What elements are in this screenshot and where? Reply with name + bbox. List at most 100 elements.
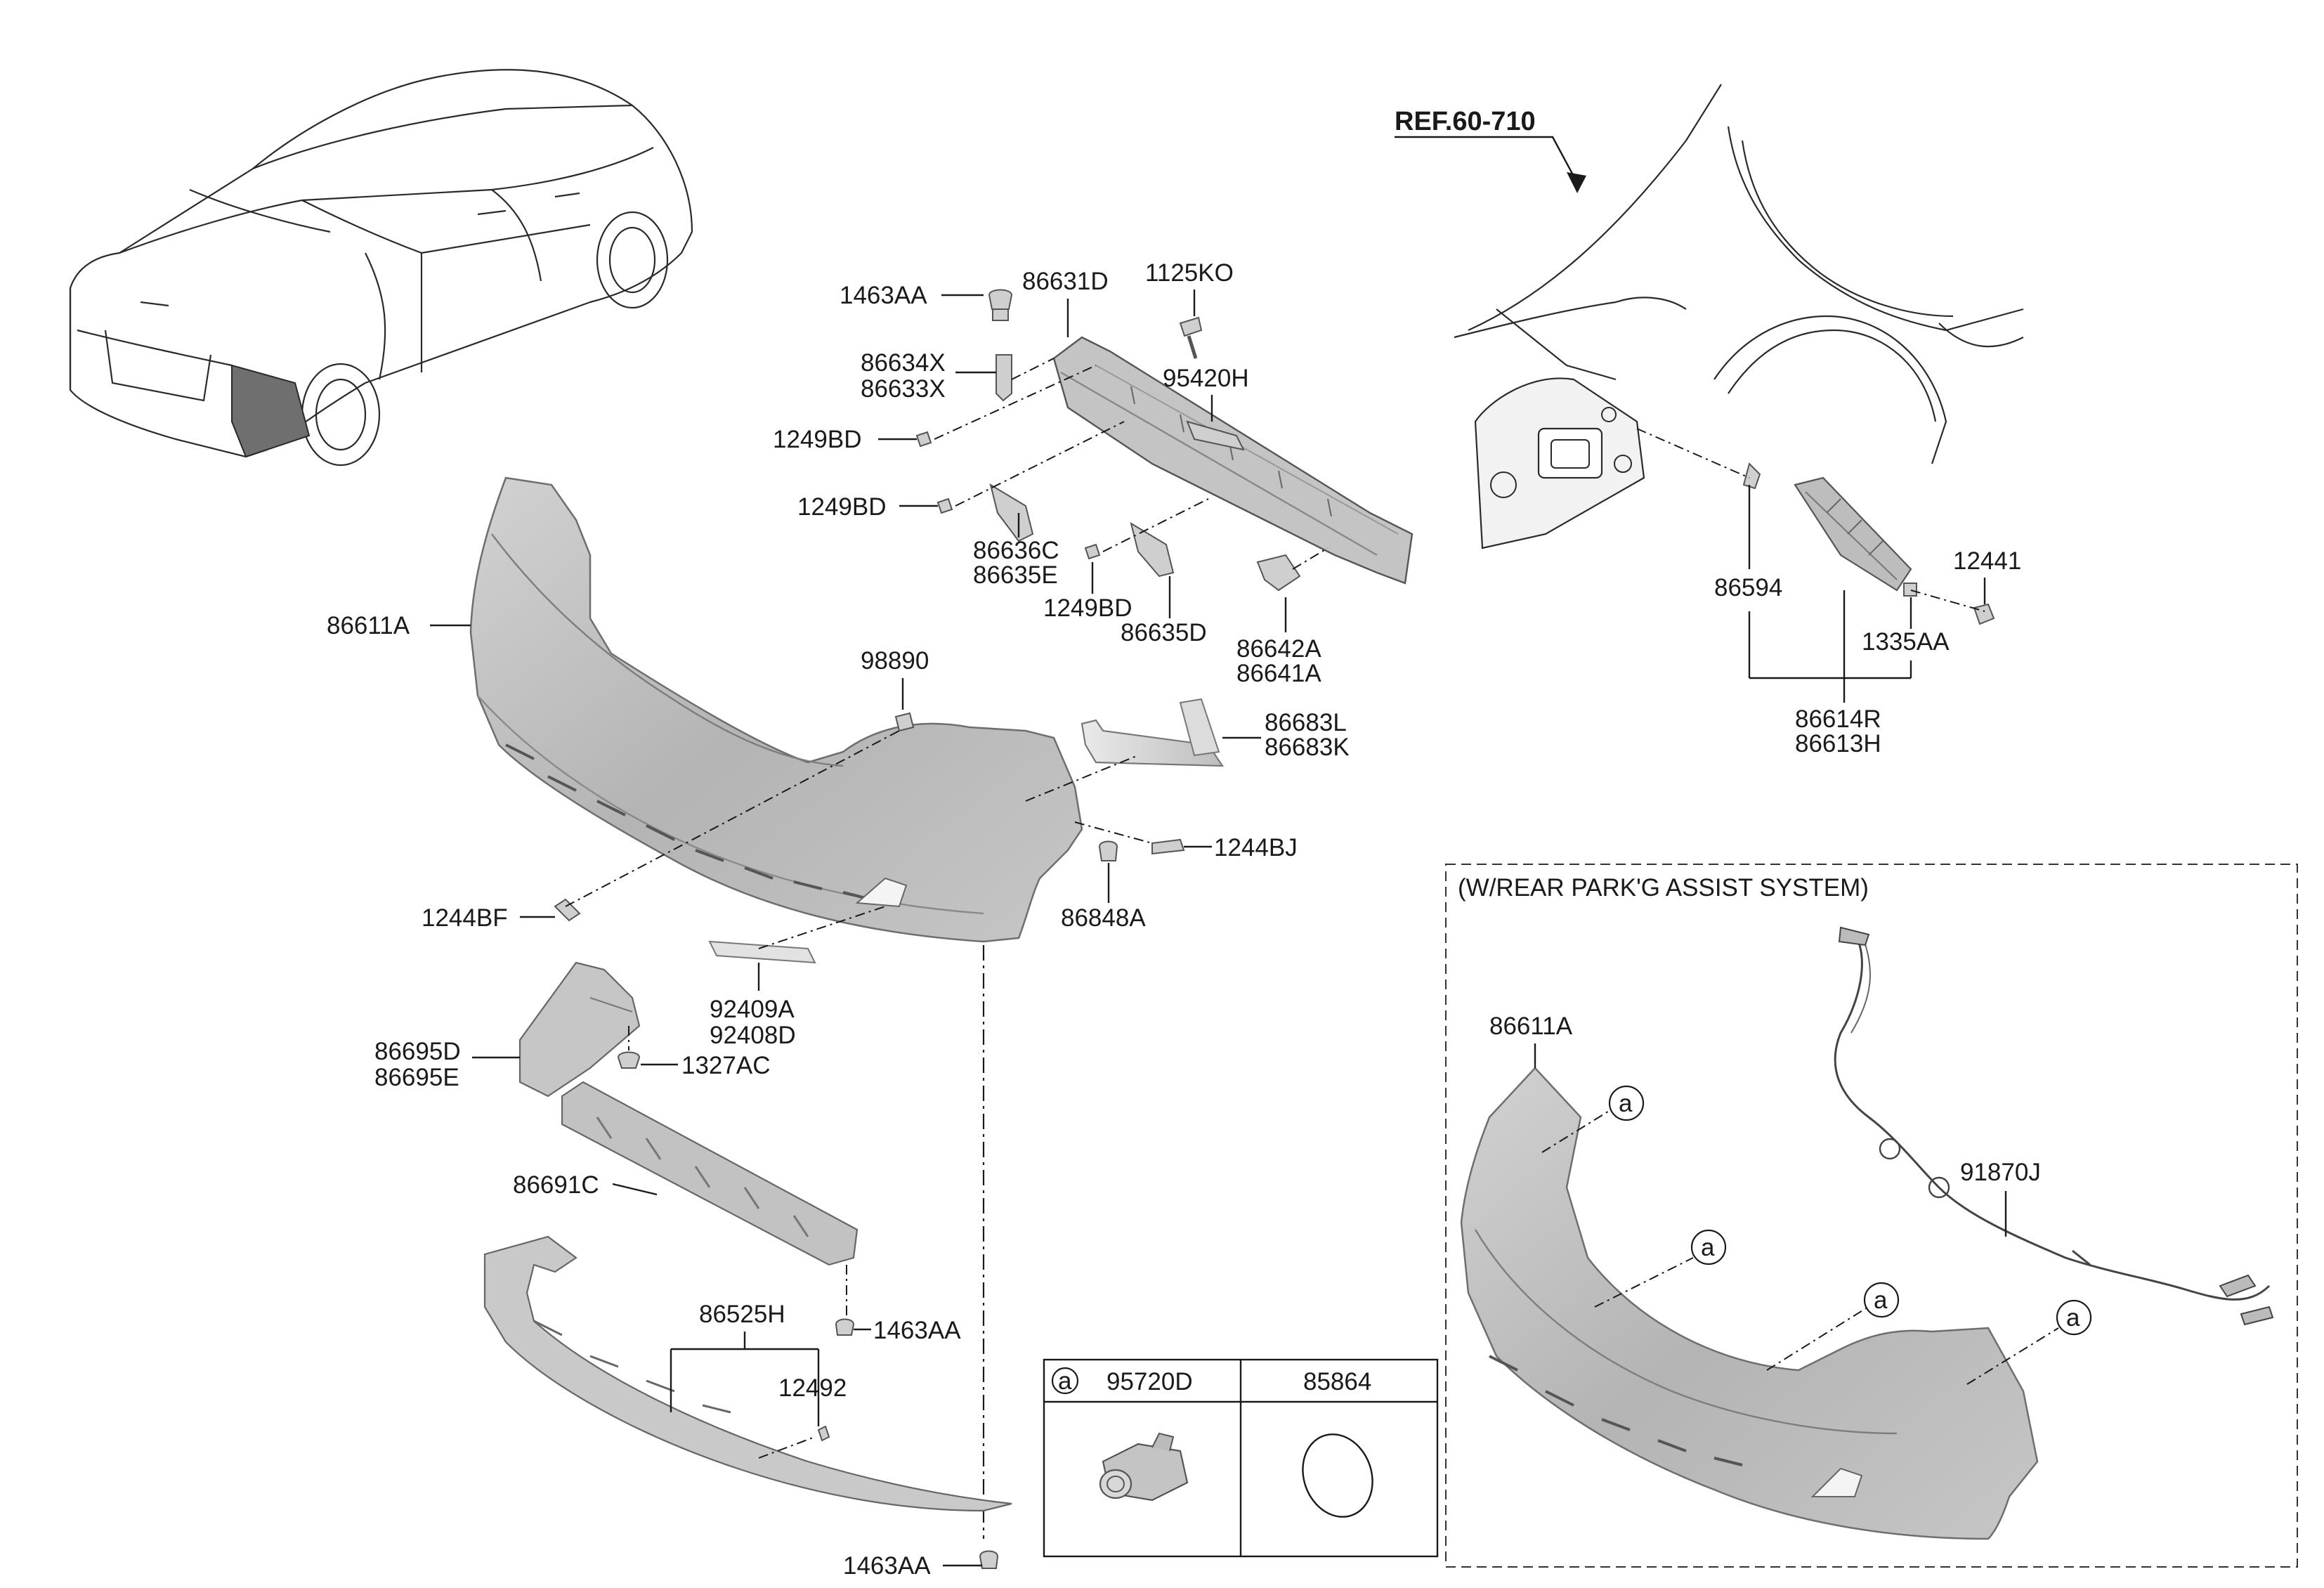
- side-bracket-guide: [1636, 428, 1750, 479]
- svg-text:92408D: 92408D: [710, 1022, 796, 1049]
- svg-text:a: a: [1874, 1287, 1888, 1314]
- sensor-gasket-icon: [1302, 1433, 1373, 1518]
- svg-text:86525H: 86525H: [699, 1301, 785, 1328]
- svg-text:1244BJ: 1244BJ: [1214, 834, 1298, 861]
- callout-12492: 12492: [778, 1374, 847, 1402]
- callout-86683L: 86683L 86683K: [1222, 709, 1350, 761]
- svg-text:98890: 98890: [861, 647, 929, 675]
- svg-text:a: a: [1619, 1090, 1633, 1117]
- beam-guide-2: [934, 365, 1097, 440]
- callout-86525H: 86525H: [670, 1301, 820, 1426]
- callout-86611A: 86611A: [327, 612, 471, 639]
- svg-text:a: a: [1701, 1234, 1715, 1261]
- callout-86635D: 86635D: [1121, 576, 1207, 646]
- beam-guide-3: [955, 421, 1125, 507]
- callout-1244BF: 1244BF: [422, 904, 555, 932]
- park-assist-harness: [1834, 926, 2274, 1326]
- svg-text:1327AC: 1327AC: [681, 1052, 770, 1079]
- callout-1463AA-top: 1463AA: [840, 282, 984, 309]
- callout-86691C: 86691C: [513, 1171, 658, 1199]
- bumper-cover-main: [469, 476, 1083, 943]
- svg-text:1249BD: 1249BD: [797, 493, 886, 521]
- svg-text:91870J: 91870J: [1960, 1159, 2041, 1186]
- svg-text:86695D: 86695D: [374, 1038, 461, 1065]
- svg-text:a: a: [1058, 1367, 1072, 1395]
- callout-1327AC: 1327AC: [641, 1052, 770, 1079]
- svg-text:86695E: 86695E: [374, 1064, 459, 1091]
- svg-text:86614R: 86614R: [1795, 705, 1881, 733]
- callout-86614R: 86614R 86613H: [1749, 590, 1912, 757]
- svg-text:1249BD: 1249BD: [1043, 594, 1132, 622]
- svg-text:86642A: 86642A: [1236, 635, 1321, 663]
- svg-text:95720D: 95720D: [1106, 1368, 1193, 1395]
- svg-text:86683L: 86683L: [1265, 709, 1347, 736]
- svg-text:86634X: 86634X: [861, 349, 946, 377]
- reference-label: REF.60-710: [1395, 107, 1536, 136]
- callout-1249BD-b: 1249BD: [797, 493, 938, 521]
- bumper-guide-1: [565, 730, 900, 907]
- svg-text:86635D: 86635D: [1121, 619, 1207, 646]
- inset-callout-91870J: 91870J: [1960, 1159, 2041, 1237]
- svg-text:12492: 12492: [778, 1374, 847, 1402]
- svg-text:86691C: 86691C: [513, 1171, 599, 1199]
- callout-1249BD-a: 1249BD: [773, 426, 917, 453]
- sensor-parts-table: a 95720D 85864: [1043, 1358, 1439, 1558]
- callout-86642A: 86642A 86641A: [1236, 597, 1321, 687]
- svg-text:92409A: 92409A: [710, 996, 795, 1023]
- inset-callout-86611A: 86611A: [1489, 1013, 1573, 1068]
- svg-text:1335AA: 1335AA: [1862, 628, 1950, 656]
- lower-guide-2: [758, 1436, 816, 1459]
- side-bracket-guide-2: [1910, 590, 1985, 612]
- svg-text:86611A: 86611A: [1489, 1013, 1573, 1040]
- callout-86631D: 86631D: [1022, 268, 1109, 337]
- callout-12441: 12441: [1953, 547, 2021, 604]
- bumper-side-bracket: [1742, 462, 1995, 625]
- svg-text:86848A: 86848A: [1061, 904, 1146, 932]
- callout-86848A: 86848A: [1061, 863, 1146, 932]
- svg-text:86635E: 86635E: [973, 561, 1058, 589]
- callout-1463AA-mid: 1463AA: [854, 1317, 961, 1344]
- lower-bracket: [518, 961, 641, 1098]
- beam-hardware: [915, 289, 1301, 592]
- svg-text:1463AA: 1463AA: [840, 282, 927, 309]
- svg-text:86594: 86594: [1714, 574, 1782, 601]
- parking-sensor-icon: [1099, 1432, 1189, 1502]
- svg-text:95420H: 95420H: [1163, 365, 1249, 392]
- svg-text:86633X: 86633X: [861, 375, 946, 403]
- svg-text:a: a: [2066, 1304, 2080, 1332]
- quarter-panel-drawing: [1454, 84, 2024, 549]
- reference-leader: [1395, 136, 1579, 183]
- inset-sensor-markers: a a a a: [1541, 1085, 2092, 1385]
- inset-bumper: [1460, 1067, 2039, 1540]
- callout-1249BD-c: 1249BD: [1043, 562, 1132, 622]
- bumper-cover-hardware: [554, 698, 1225, 964]
- callout-95420H: 95420H: [1163, 365, 1249, 422]
- svg-text:85864: 85864: [1303, 1368, 1371, 1395]
- reference-arrow: [1567, 172, 1586, 193]
- callout-1244BJ: 1244BJ: [1184, 834, 1298, 861]
- callout-1125KO: 1125KO: [1145, 259, 1234, 316]
- svg-text:1463AA: 1463AA: [843, 1552, 931, 1580]
- lower-skirt: [483, 1235, 1012, 1569]
- callout-86695D: 86695D 86695E: [374, 1038, 520, 1091]
- callout-86636C: 86636C 86635E: [973, 513, 1059, 589]
- svg-text:86613H: 86613H: [1795, 730, 1881, 757]
- callout-92409A: 92409A 92408D: [710, 963, 796, 1049]
- svg-text:1244BF: 1244BF: [422, 904, 508, 932]
- callout-86594: 86594: [1714, 485, 1782, 678]
- svg-text:86611A: 86611A: [327, 612, 410, 639]
- inset-title: (W/REAR PARK'G ASSIST SYSTEM): [1458, 874, 1869, 902]
- svg-text:12441: 12441: [1953, 547, 2021, 575]
- callout-1335AA: 1335AA: [1862, 597, 1950, 656]
- svg-text:86631D: 86631D: [1022, 268, 1109, 295]
- svg-text:86636C: 86636C: [973, 537, 1059, 564]
- svg-text:86683K: 86683K: [1265, 734, 1350, 761]
- callout-86634X: 86634X 86633X: [861, 349, 996, 403]
- svg-text:1249BD: 1249BD: [773, 426, 861, 453]
- energy-absorber: [561, 1081, 859, 1266]
- callout-1463AA-bot: 1463AA: [843, 1552, 982, 1580]
- bumper-guide-4: [758, 906, 886, 949]
- vehicle-overview: [69, 69, 693, 467]
- inset-frame: [1445, 864, 2298, 1568]
